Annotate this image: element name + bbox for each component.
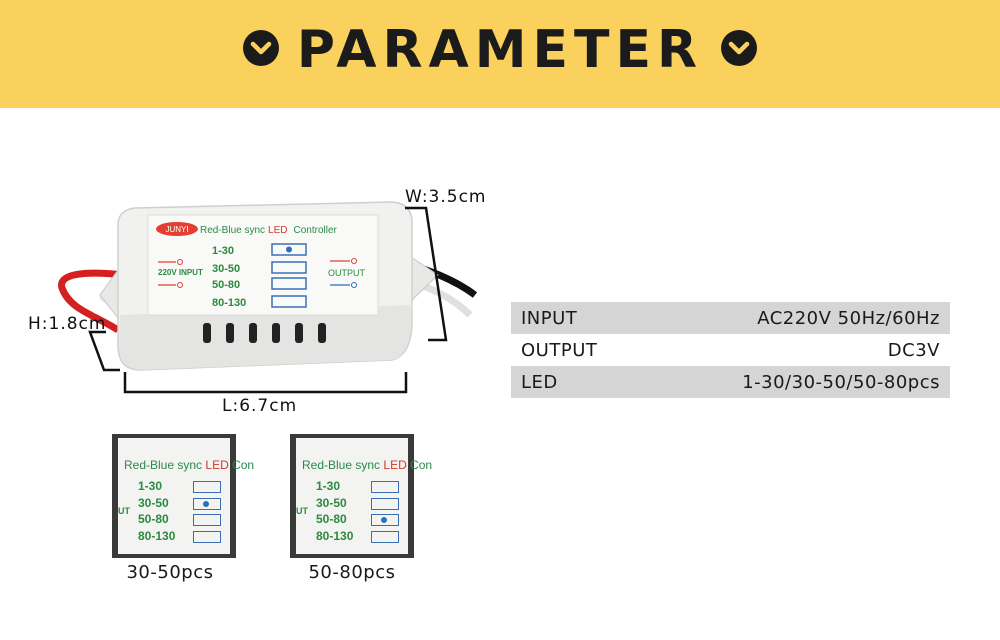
range-box-selected	[371, 514, 399, 526]
brand-text: JUNYI	[165, 225, 188, 234]
range-label: 1-30	[138, 479, 163, 493]
range-box	[193, 531, 221, 543]
thumb-header: Red-Blue sync LED Con	[302, 458, 433, 472]
range-box	[193, 514, 221, 526]
width-dimension: W:3.5cm	[405, 187, 487, 207]
width-dimension-line	[405, 206, 448, 342]
range-box	[193, 481, 221, 493]
spec-row-led: LED 1-30/30-50/50-80pcs	[511, 366, 950, 398]
range-label: 80-130	[138, 529, 176, 543]
variant-caption: 30-50pcs	[126, 562, 214, 583]
spec-value: DC3V	[887, 339, 940, 361]
range-box	[371, 531, 399, 543]
chevron-down-circle-icon	[721, 30, 758, 66]
page-title: PARAMETER	[296, 20, 704, 80]
range-label: 50-80	[212, 279, 240, 291]
banner-title-row: PARAMETER	[0, 18, 1000, 82]
product-title-led: LED	[268, 225, 287, 236]
range-label: 1-30	[212, 245, 234, 257]
height-dimension: H:1.8cm	[28, 314, 107, 334]
spec-row-input: INPUT AC220V 50Hz/60Hz	[511, 302, 950, 334]
red-wire	[58, 269, 126, 333]
length-dimension: L:6.7cm	[222, 396, 298, 416]
spec-label: OUTPUT	[521, 339, 598, 361]
length-dimension-line	[123, 372, 408, 394]
header-banner: PARAMETER	[0, 0, 1000, 108]
range-label: 1-30	[316, 479, 341, 493]
spec-label: INPUT	[521, 307, 578, 329]
spec-table: INPUT AC220V 50Hz/60Hz OUTPUT DC3V LED 1…	[511, 302, 950, 398]
range-label: 80-130	[316, 529, 354, 543]
product-title-post: Controller	[293, 225, 337, 236]
spec-row-output: OUTPUT DC3V	[511, 334, 950, 366]
spec-label: LED	[521, 371, 558, 393]
thumb-header: Red-Blue sync LED Con	[124, 458, 255, 472]
thumb-side-text: UT	[118, 506, 130, 516]
thumb-side-text: UT	[296, 506, 308, 516]
output-label: OUTPUT	[328, 268, 366, 278]
range-box	[371, 498, 399, 510]
range-label: 80-130	[212, 297, 246, 309]
range-box-selected	[193, 498, 221, 510]
variant-thumbnail-50-80: Red-Blue sync LED Con UT 1-30 30-50 50-8…	[290, 434, 432, 558]
product-title: Red-Blue sync	[200, 225, 265, 236]
selection-dot	[203, 501, 209, 507]
range-label: 30-50	[138, 496, 169, 510]
range-label: 50-80	[138, 512, 169, 526]
brand-logo	[156, 222, 198, 236]
range-label: 50-80	[316, 512, 347, 526]
height-dimension-line	[88, 330, 120, 372]
chevron-down-circle-icon	[242, 30, 279, 66]
variant-caption: 50-80pcs	[308, 562, 396, 583]
range-label: 30-50	[316, 496, 347, 510]
spec-value: 1-30/30-50/50-80pcs	[742, 371, 940, 393]
range-label: 30-50	[212, 263, 240, 275]
input-label: 220V INPUT	[158, 268, 203, 277]
selection-dot	[381, 517, 387, 523]
spec-value: AC220V 50Hz/60Hz	[757, 307, 940, 329]
range-box	[371, 481, 399, 493]
variant-thumbnail-30-50: Red-Blue sync LED Con UT 1-30 30-50 50-8…	[112, 434, 254, 558]
